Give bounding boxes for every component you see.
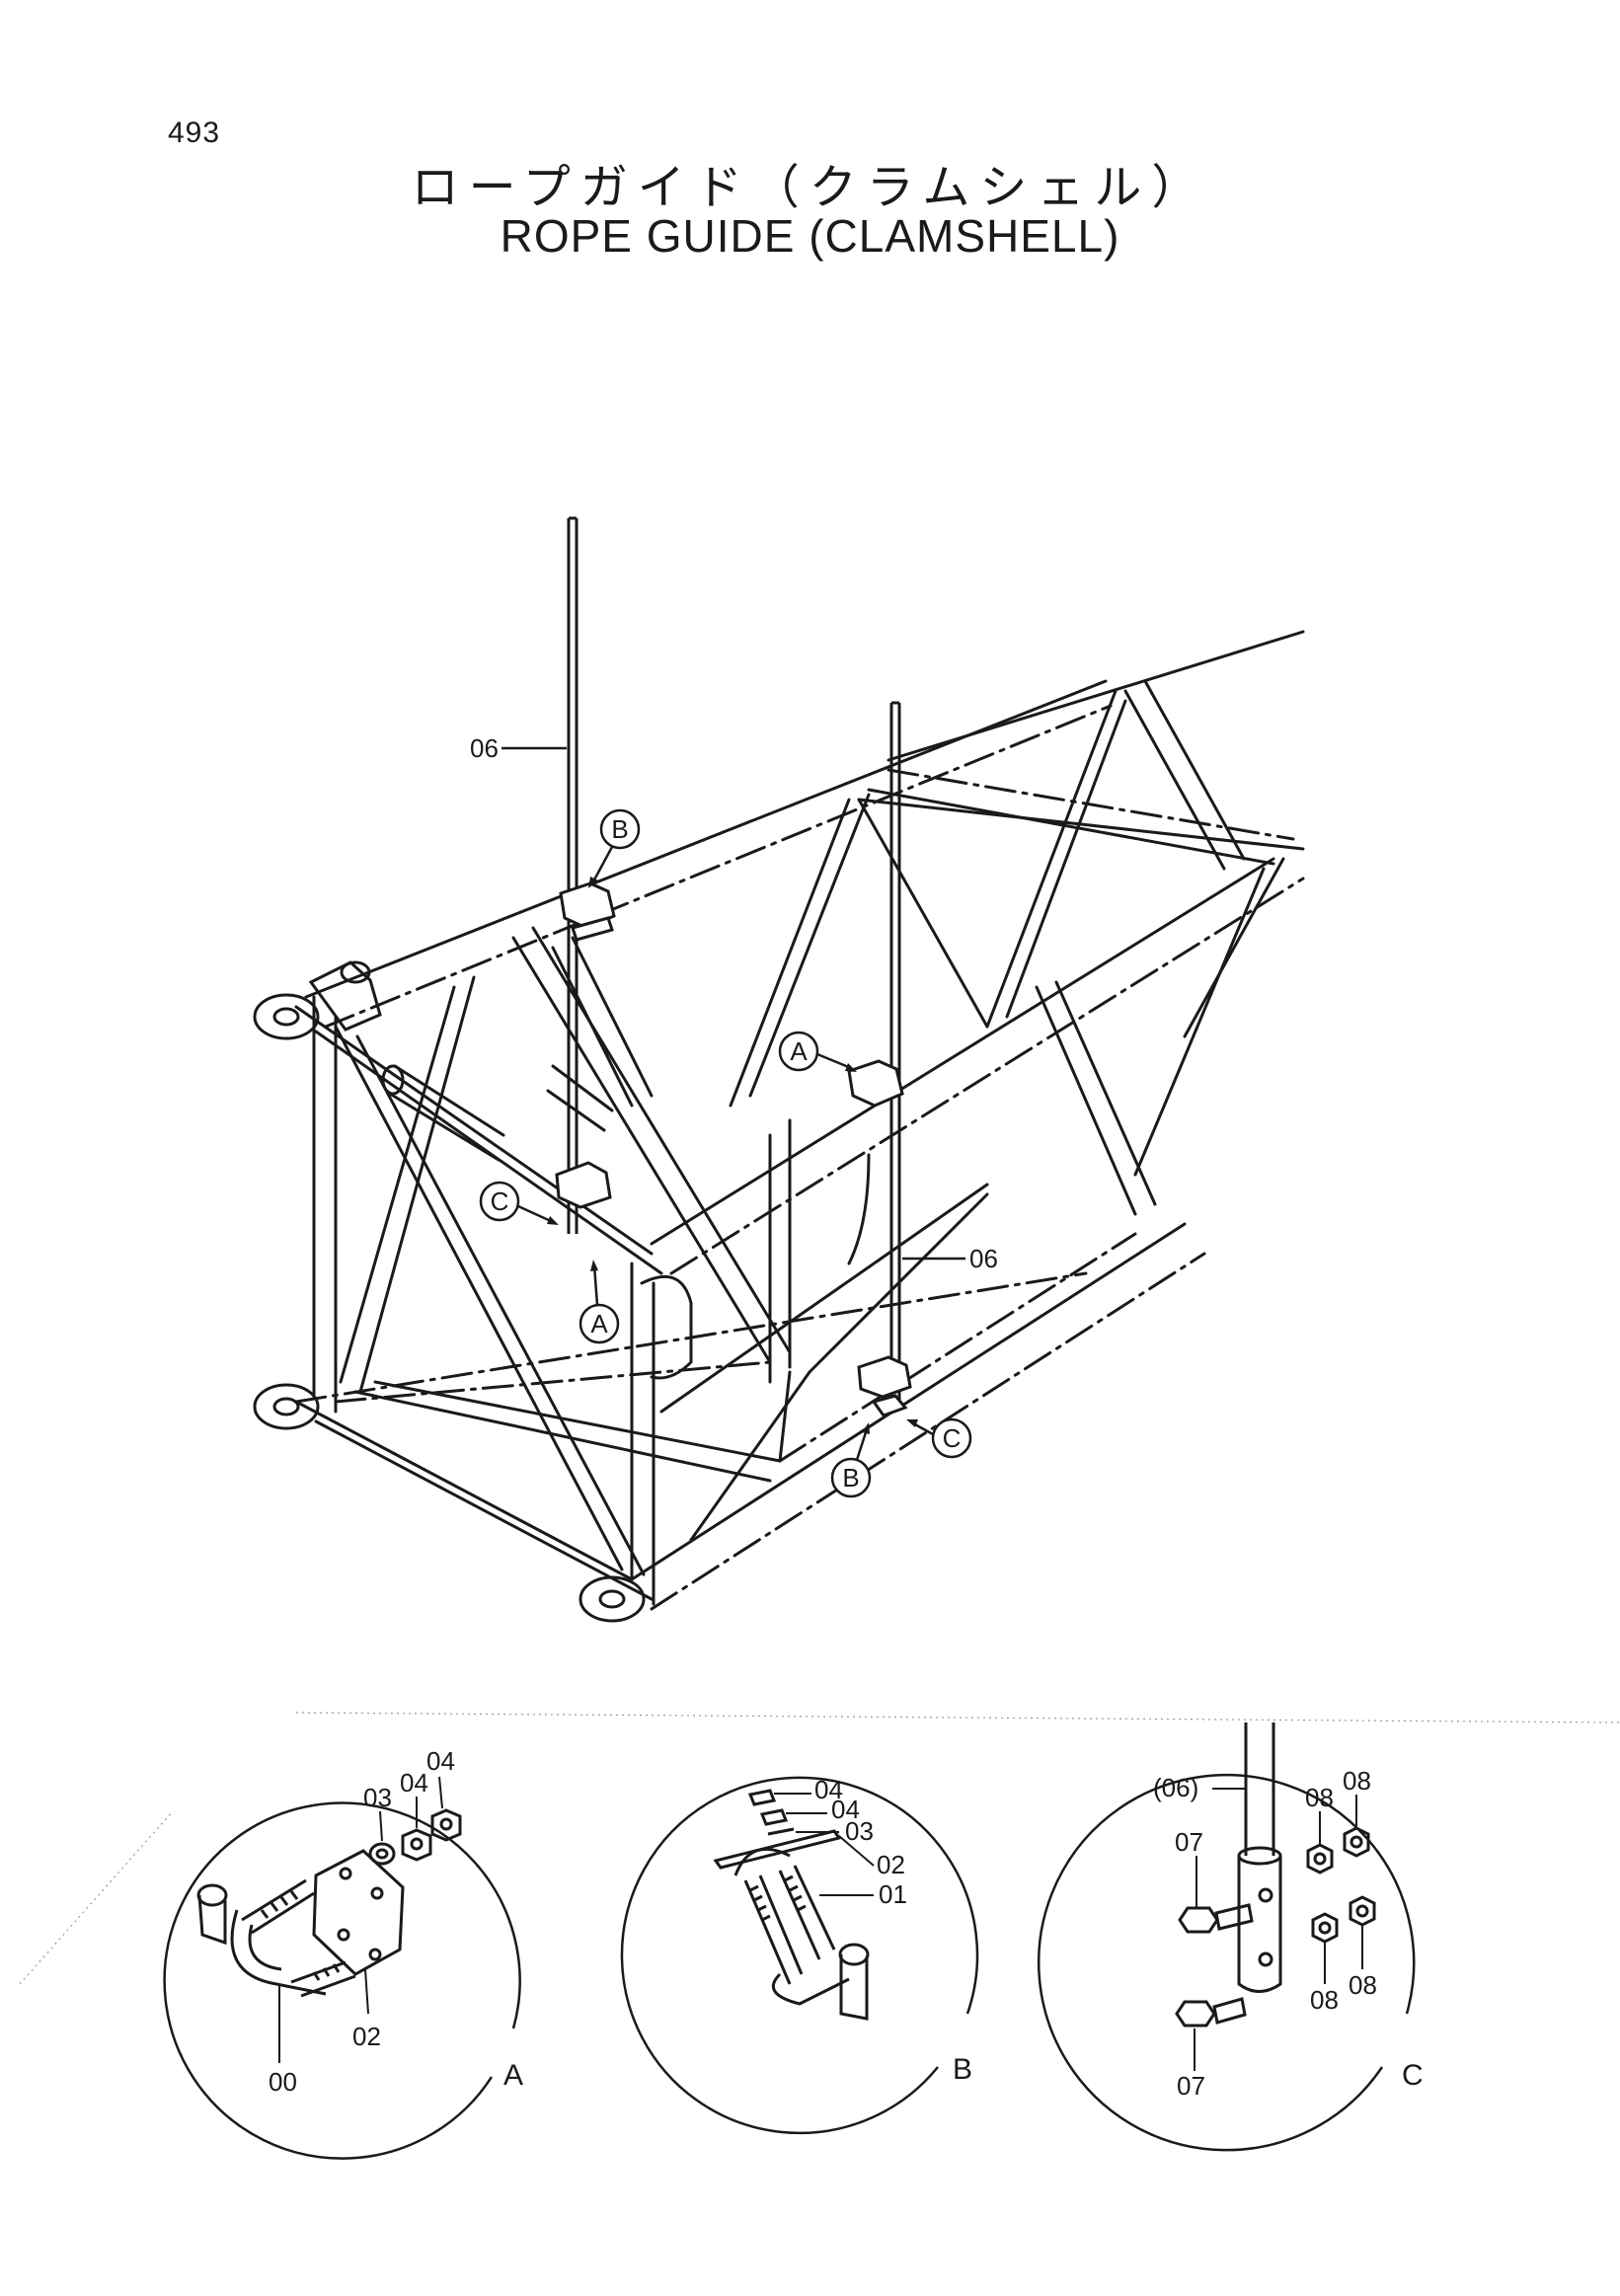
detail-b-part-03: 03 [845,1816,874,1846]
detail-a-part-04a: 04 [400,1768,428,1798]
clamps [555,881,912,1417]
title-english: ROPE GUIDE (CLAMSHELL) [500,210,1120,262]
label-06-upper: 06 [470,733,499,763]
detail-c-part-07a: 07 [1175,1827,1203,1857]
detail-b: 04 04 03 02 01 B [620,1775,979,2135]
callout-c-left-letter: C [491,1186,509,1216]
detail-a-part-02: 02 [352,2022,381,2051]
title-japanese: ロープガイド（クラムシェル） [411,160,1209,215]
detail-b-part-04b: 04 [831,1795,860,1824]
detail-c-part-08c: 08 [1310,1985,1339,2015]
detail-b-part-04a: 04 [814,1775,843,1804]
separator-dotted [19,1712,1620,1985]
callout-a-lower-letter: A [590,1309,608,1339]
detail-b-part-02: 02 [877,1850,905,1879]
detail-a-letter: A [503,2059,523,2092]
callout-c-right: C [906,1417,972,1459]
detail-b-part-01: 01 [879,1879,907,1909]
detail-a-part-00: 00 [269,2067,297,2097]
callout-a-right: A [778,1031,857,1072]
detail-b-letter: B [953,2053,972,2086]
callout-c-left: C [479,1181,559,1225]
detail-c-letter: C [1402,2059,1424,2092]
label-06-lower: 06 [969,1244,998,1273]
rope-guide-rods [567,516,901,1402]
detail-a-part-04b: 04 [426,1746,455,1776]
detail-c-part-06: (06) [1153,1773,1198,1802]
detail-c-part-08b: 08 [1343,1766,1371,1796]
callout-b-top: B [588,808,641,888]
boom-lattice [253,630,1305,1623]
callout-b-top-letter: B [611,814,628,844]
callout-b-lower: B [830,1422,872,1498]
callout-c-right-letter: C [943,1423,962,1453]
detail-c-part-08d: 08 [1349,1970,1377,2000]
detail-a-part-03: 03 [363,1783,392,1812]
page-number: 493 [168,116,221,149]
detail-c: (06) 07 07 08 08 08 08 C [1037,1722,1424,2152]
leader-lines [501,746,965,1261]
callout-b-lower-letter: B [842,1463,859,1492]
detail-a: 00 02 03 04 04 A [163,1746,523,2160]
detail-c-part-08a: 08 [1305,1783,1334,1812]
detail-c-part-07b: 07 [1177,2071,1205,2101]
callout-a-right-letter: A [790,1036,808,1066]
callout-a-lower: A [579,1260,620,1344]
